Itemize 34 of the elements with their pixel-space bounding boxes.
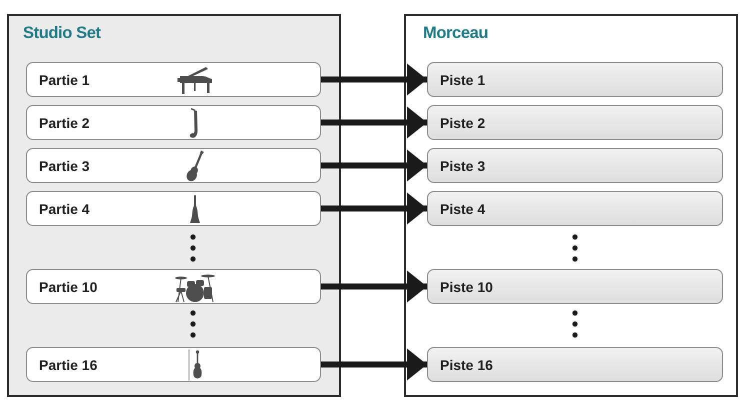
row-label: Partie 16 <box>39 358 98 372</box>
arrow <box>321 192 427 224</box>
track-row <box>427 191 723 226</box>
arrow <box>321 150 427 182</box>
row-label: Partie 1 <box>39 72 90 86</box>
part-row <box>26 347 321 382</box>
part-row <box>26 191 321 226</box>
row-label: Piste 1 <box>440 72 486 86</box>
row-label: Piste 10 <box>440 280 493 294</box>
arrow <box>321 106 427 138</box>
part-row <box>26 62 321 97</box>
row-label: Piste 2 <box>440 116 486 130</box>
group-panel <box>404 14 738 397</box>
track-row <box>427 347 723 382</box>
arrow <box>321 348 427 380</box>
row-label: Partie 3 <box>39 158 90 172</box>
part-row <box>26 148 321 183</box>
track-row <box>427 105 723 140</box>
part-row <box>26 105 321 140</box>
track-row <box>427 269 723 304</box>
arrow <box>321 64 427 96</box>
arrow <box>321 270 427 302</box>
row-label: Piste 16 <box>440 358 493 372</box>
row-label: Partie 2 <box>39 116 90 130</box>
row-label: Partie 4 <box>39 202 90 216</box>
row-label: Partie 10 <box>39 280 98 294</box>
track-row <box>427 148 723 183</box>
group-panel <box>7 14 341 397</box>
row-label: Piste 3 <box>440 158 486 172</box>
panel-title: Morceau <box>423 25 488 42</box>
row-label: Piste 4 <box>440 202 486 216</box>
part-row <box>26 269 321 304</box>
track-row <box>427 62 723 97</box>
panel-title: Studio Set <box>23 25 101 42</box>
